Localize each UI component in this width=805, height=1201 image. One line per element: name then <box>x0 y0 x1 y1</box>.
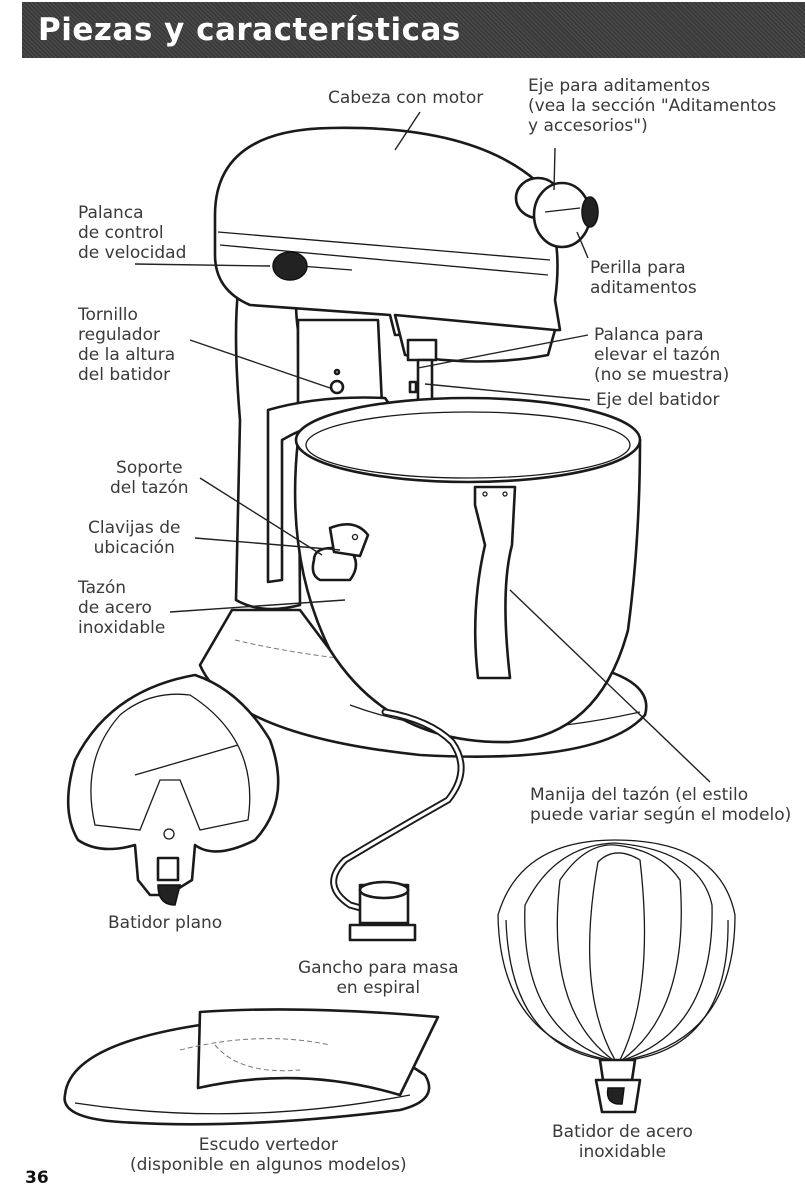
label-pouring-shield-line-2: (disponible en algunos modelos) <box>130 1155 407 1175</box>
label-locating-pins-line-2: ubicación <box>93 538 175 558</box>
label-attachment-hub-line-1: Eje para aditamentos <box>528 76 711 96</box>
header-band <box>22 2 805 58</box>
label-bowl-support-line-1: Soporte <box>116 458 183 478</box>
label-pouring-shield-line-1: Escudo vertedor <box>198 1135 338 1155</box>
leader-lines <box>134 111 711 783</box>
label-bowl-line-2: de acero <box>78 598 152 618</box>
label-locating-pins: Clavijas de ubicación <box>88 518 180 558</box>
label-height-screw-line-3: de la altura <box>78 345 176 365</box>
label-speed-lever-line-2: de control <box>78 223 164 243</box>
label-speed-lever-line-3: de velocidad <box>78 243 187 263</box>
label-attachment-hub: Eje para aditamentos (vea la sección "Ad… <box>528 76 776 136</box>
label-bowl-handle-line-2: puede variar según el modelo) <box>530 805 792 825</box>
label-flat-beater: Batidor plano <box>108 913 223 933</box>
label-wire-whip-line-2: inoxidable <box>578 1142 667 1162</box>
label-wire-whip-line-1: Batidor de acero <box>552 1122 693 1142</box>
pouring-shield-illustration <box>63 1008 440 1126</box>
label-bowl-support-line-2: del tazón <box>110 478 189 498</box>
page-number: 36 <box>25 1168 49 1188</box>
label-height-screw-line-2: regulador <box>78 325 160 345</box>
label-bowl-lift-lever-line-3: (no se muestra) <box>594 365 730 385</box>
wire-whip-illustration <box>497 839 736 1114</box>
dough-hook-illustration <box>330 708 465 942</box>
label-beater-shaft: Eje del batidor <box>596 390 720 410</box>
label-bowl-lift-lever: Palanca para elevar el tazón (no se mues… <box>594 325 729 385</box>
label-bowl-handle-line-1: Manija del tazón (el estilo <box>530 785 749 805</box>
label-attachment-knob-line-1: Perilla para <box>590 258 686 278</box>
label-bowl-lift-lever-line-1: Palanca para <box>594 325 704 345</box>
label-dough-hook-line-1: Gancho para masa <box>298 958 459 978</box>
label-bowl-line-3: inoxidable <box>78 618 166 638</box>
page-title: Piezas y características <box>38 12 461 48</box>
label-attachment-hub-line-3: y accesorios") <box>528 116 648 136</box>
label-bowl-line-1: Tazón <box>78 578 127 598</box>
label-bowl: Tazón de acero inoxidable <box>78 578 165 638</box>
label-dough-hook-line-2: en espiral <box>336 978 421 998</box>
label-bowl-handle: Manija del tazón (el estilo puede variar… <box>530 785 791 825</box>
label-wire-whip: Batidor de acero inoxidable <box>552 1122 693 1162</box>
label-locating-pins-line-1: Clavijas de <box>88 518 181 538</box>
label-height-screw-line-4: del batidor <box>78 365 171 385</box>
flat-beater-illustration <box>66 673 280 906</box>
label-attachment-hub-line-2: (vea la sección "Aditamentos <box>528 96 777 116</box>
label-speed-lever: Palanca de control de velocidad <box>78 203 186 263</box>
label-attachment-knob: Perilla para aditamentos <box>590 258 697 298</box>
label-bowl-lift-lever-line-2: elevar el tazón <box>594 345 721 365</box>
label-bowl-support: Soporte del tazón <box>110 458 189 498</box>
label-height-screw-line-1: Tornillo <box>78 305 138 325</box>
label-dough-hook: Gancho para masa en espiral <box>298 958 459 998</box>
label-pouring-shield: Escudo vertedor (disponible en algunos m… <box>130 1135 407 1175</box>
label-speed-lever-line-1: Palanca <box>78 203 144 223</box>
label-motor-head: Cabeza con motor <box>328 88 484 108</box>
stand-mixer-illustration <box>198 126 648 758</box>
label-attachment-knob-line-2: aditamentos <box>590 278 697 298</box>
label-height-screw: Tornillo regulador de la altura del bati… <box>78 305 175 385</box>
